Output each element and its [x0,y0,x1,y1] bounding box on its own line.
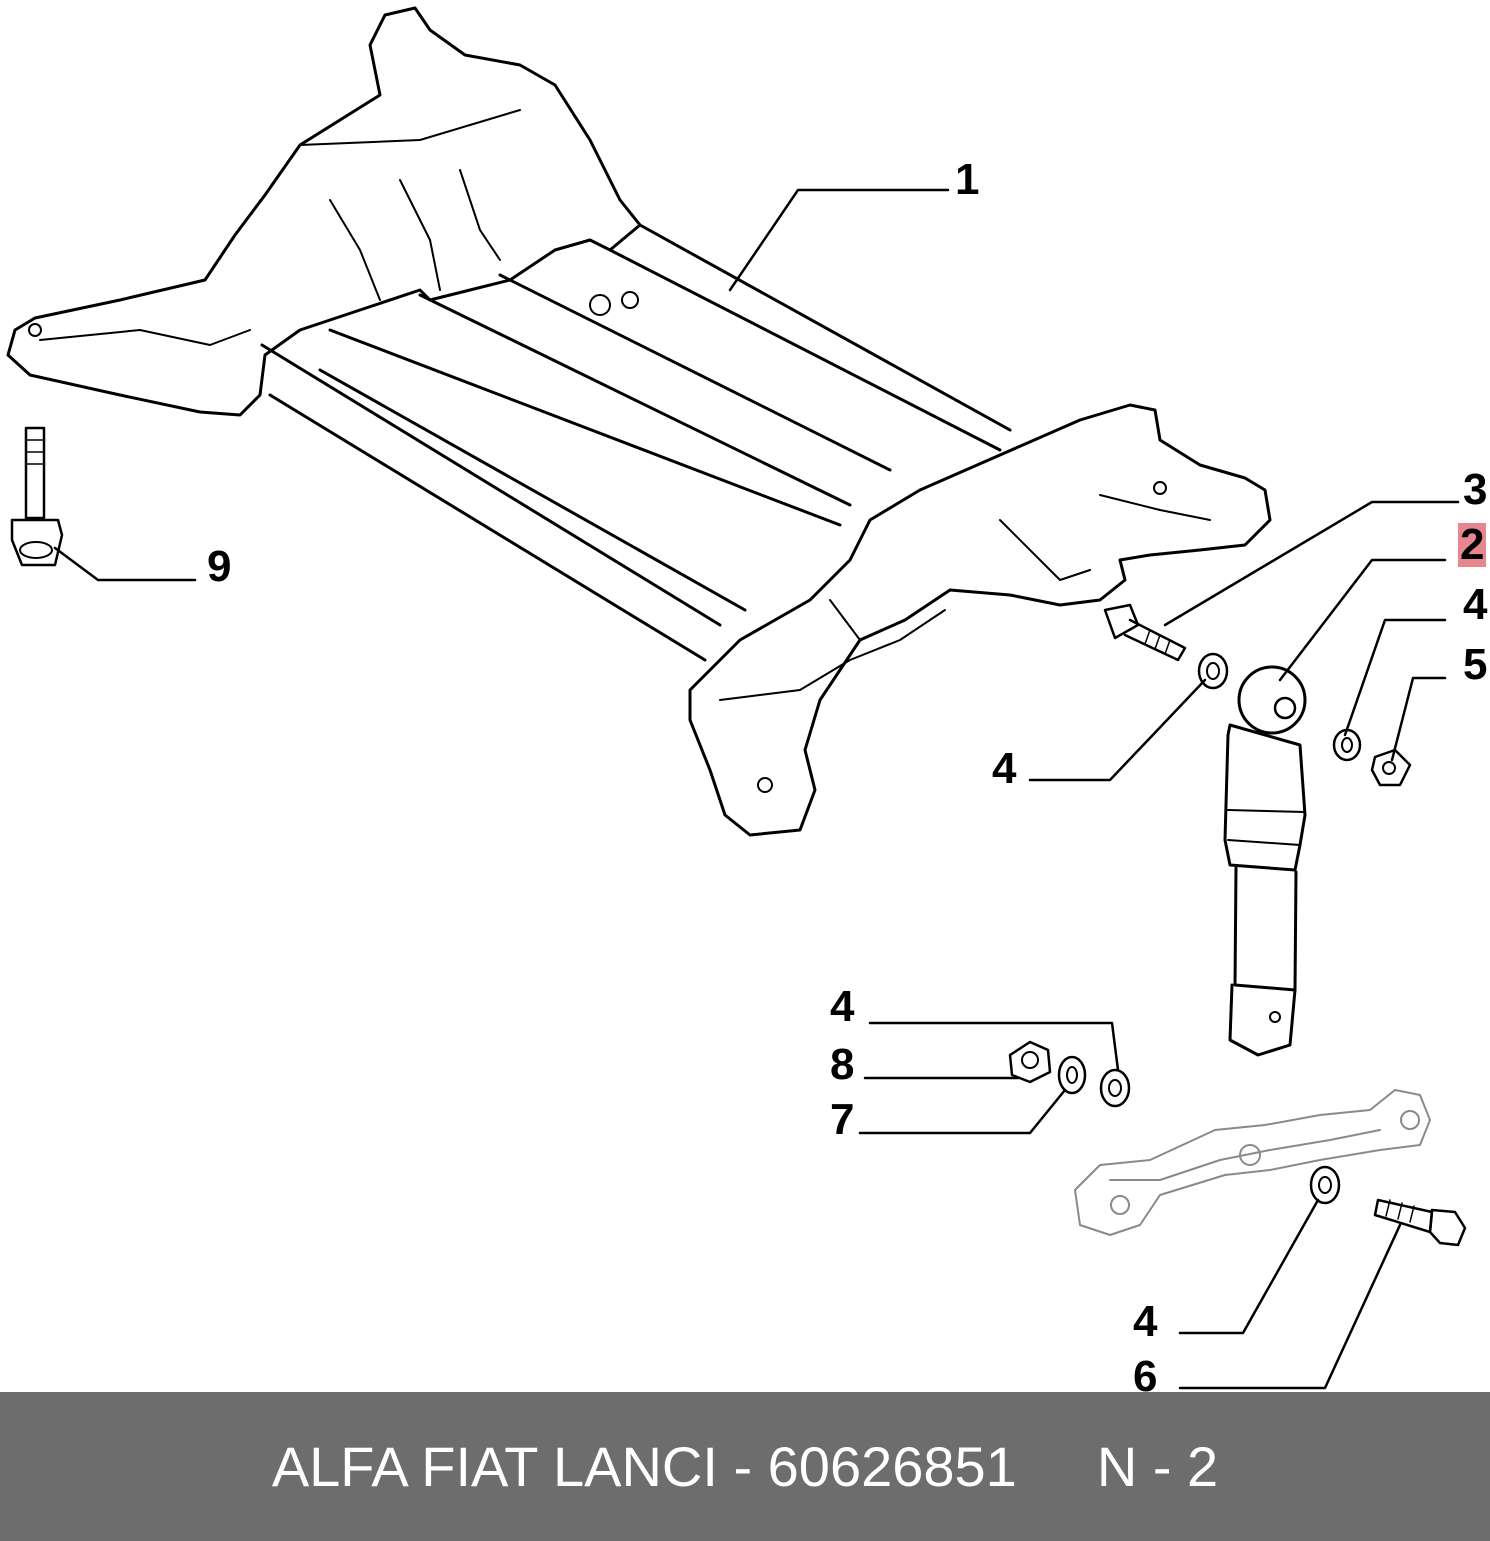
nut-washer-group-drawing [1008,1040,1131,1108]
callout-8: 8 [830,1040,855,1089]
callout-4-lower-left: 4 [830,982,855,1031]
bolt-3-drawing [1103,603,1187,662]
callout-4-bottom: 4 [1133,1297,1158,1346]
callout-6: 6 [1133,1352,1158,1401]
callout-4-upper-right: 4 [1463,580,1488,629]
callout-4-middle: 4 [992,744,1017,793]
washer-nut-drawings [1197,652,1412,787]
callout-9: 9 [207,542,232,591]
number-label: N - 2 [1096,1435,1219,1498]
footer-bar: ALFA FIAT LANCI - 60626851 N - 2 [0,1392,1490,1541]
callout-1: 1 [955,155,980,204]
control-arm-drawing [1074,1089,1431,1236]
callout-7: 7 [830,1095,855,1144]
subframe-drawing [6,6,1272,837]
callout-2-highlighted: 2 [1458,520,1487,569]
exploded-parts-diagram [6,6,1467,1390]
shock-absorber-drawing [1223,665,1307,1057]
callout-3: 3 [1463,465,1488,514]
leader-lines [53,188,1460,1390]
bolt-6-drawing [1309,1165,1467,1247]
part-label: ALFA FIAT LANCI - 60626851 [271,1435,1017,1498]
bolt-9-drawing [10,426,64,567]
callout-5: 5 [1463,640,1488,689]
